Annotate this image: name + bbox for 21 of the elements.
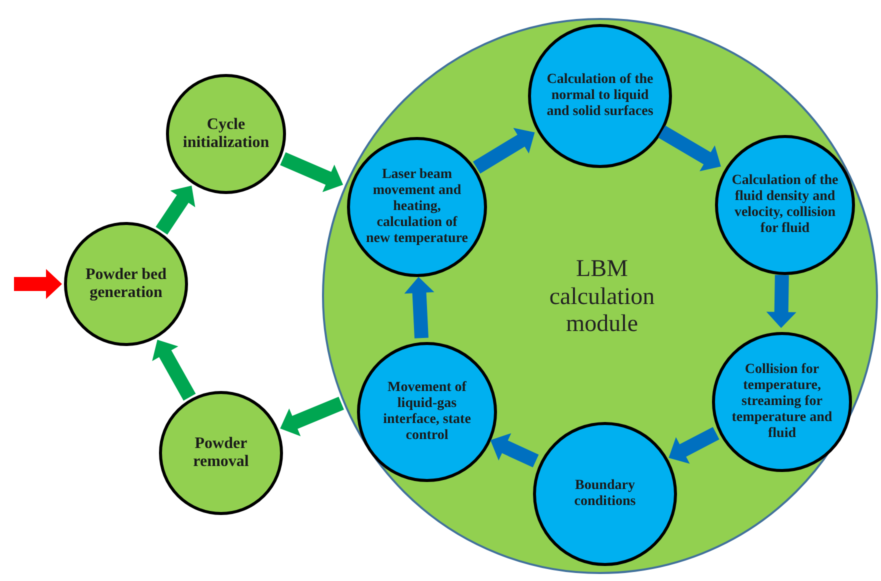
- step-label: Calculation of the fluid density and velocity, collision for fluid: [731, 172, 839, 238]
- step-label: Calculation of the normal to liquid and solid surfaces: [546, 72, 654, 120]
- step-label: Powder removal: [192, 434, 250, 472]
- step-label: Movement of liquid-gas interface, state control: [382, 380, 472, 444]
- block-arrow: [490, 433, 539, 468]
- block-arrow: [404, 276, 434, 338]
- block-arrow: [766, 274, 796, 328]
- block-arrow: [668, 427, 720, 464]
- module-label: LBM calculation module: [548, 256, 656, 339]
- block-arrow: [152, 340, 196, 401]
- step-label: Collision for temperature, streaming for temperature and fluid: [730, 362, 834, 442]
- block-arrow: [658, 126, 721, 172]
- block-arrow: [14, 269, 62, 299]
- step-label: Powder bed generation: [84, 266, 168, 302]
- step-label: Laser beam movement and heating, calculation of new temperature: [365, 166, 469, 248]
- block-arrow: [280, 396, 344, 436]
- step-label: Boundary conditions: [573, 478, 637, 510]
- step-label: Cycle initialization: [182, 116, 270, 152]
- block-arrow: [472, 128, 535, 174]
- block-arrow: [280, 152, 344, 192]
- block-arrow: [156, 186, 196, 235]
